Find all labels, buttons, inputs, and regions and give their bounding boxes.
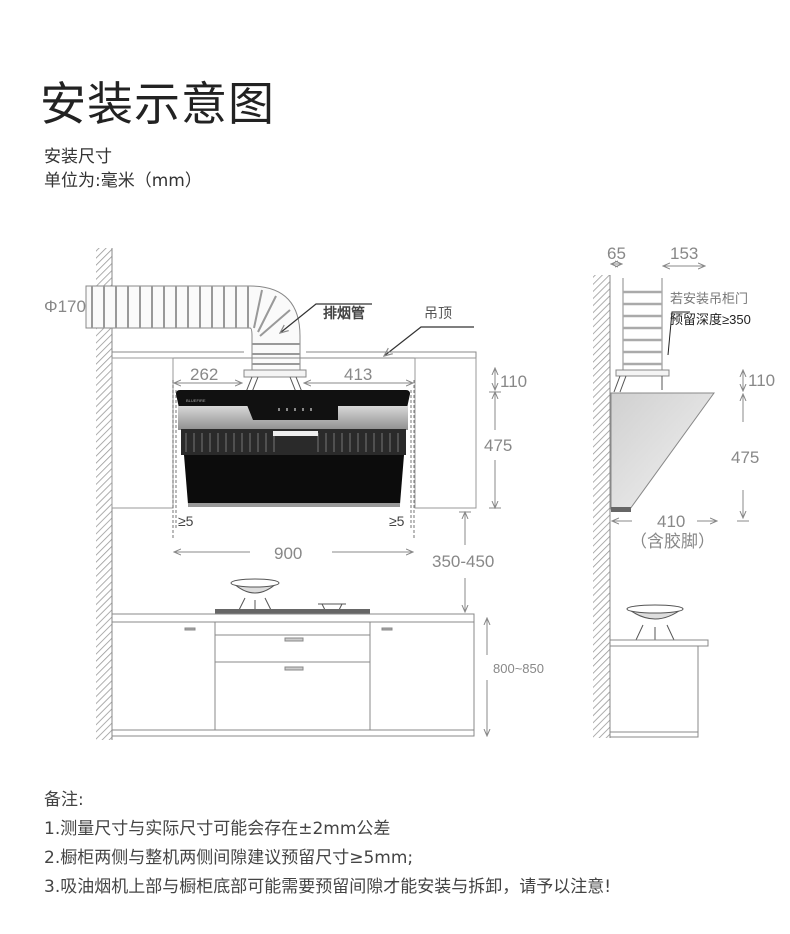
reserve-depth-note: 预留深度≥350 (670, 312, 751, 327)
upper-cabinet-right (414, 357, 477, 509)
notes-heading: 备注: (44, 790, 84, 810)
dim-hood-height: 475 (484, 436, 512, 455)
dim-right-gap: 413 (344, 365, 372, 384)
duct-diameter-label: Φ170 (44, 297, 86, 316)
dim-side-hood-height: 475 (731, 448, 759, 467)
note-item: 1.测量尺寸与实际尺寸可能会存在±2mm公差 (44, 819, 391, 839)
dim-width: 900 (274, 544, 302, 563)
dim-clearance-right: ≥5 (389, 513, 405, 529)
dim-top-height: 110 (500, 372, 527, 391)
side-view: 65 153 若安装吊柜门 预留深度≥350 110 475 410 （含胶脚） (593, 244, 775, 738)
dim-hood-to-stove: 350-450 (432, 552, 494, 571)
dim-counter-height: 800~850 (493, 661, 544, 676)
brand-logo: BLUEFIRE (186, 398, 206, 403)
dim-left-gap: 262 (190, 365, 218, 384)
duct-label: 排烟管 (323, 305, 365, 321)
unit-label: 单位为:毫米（mm） (44, 171, 202, 191)
wall (96, 248, 112, 740)
side-stove (609, 604, 709, 738)
dim-duct-offset: 153 (670, 244, 698, 263)
page-title: 安装示意图 (40, 77, 275, 131)
dim-wall-gap: 65 (607, 244, 626, 263)
cabinet-door-note: 若安装吊柜门 (670, 291, 748, 306)
base-cabinet (111, 613, 475, 737)
note-item: 3.吸油烟机上部与橱柜底部可能需要预留间隙才能安装与拆卸，请予以注意! (44, 877, 612, 897)
exhaust-duct (85, 285, 307, 393)
notes-section: 备注: 1.测量尺寸与实际尺寸可能会存在±2mm公差 2.橱柜两侧与整机两侧间隙… (44, 786, 611, 902)
dim-depth-note: （含胶脚） (630, 532, 715, 551)
dim-clearance-left: ≥5 (178, 513, 194, 529)
wall (593, 275, 610, 738)
side-duct (613, 278, 670, 393)
dim-depth: 410 (657, 512, 685, 531)
section-subtitle: 安装尺寸 (44, 147, 112, 167)
ceiling-label: 吊顶 (424, 305, 452, 321)
stove (215, 578, 370, 614)
side-hood (610, 392, 715, 510)
front-view: Φ170 排烟管 吊顶 BLUEFIRE (44, 248, 544, 740)
upper-cabinet-left (111, 357, 174, 509)
dim-side-top-height: 110 (748, 371, 775, 390)
note-item: 2.橱柜两侧与整机两侧间隙建议预留尺寸≥5mm; (44, 848, 414, 868)
range-hood: BLUEFIRE (176, 390, 410, 507)
